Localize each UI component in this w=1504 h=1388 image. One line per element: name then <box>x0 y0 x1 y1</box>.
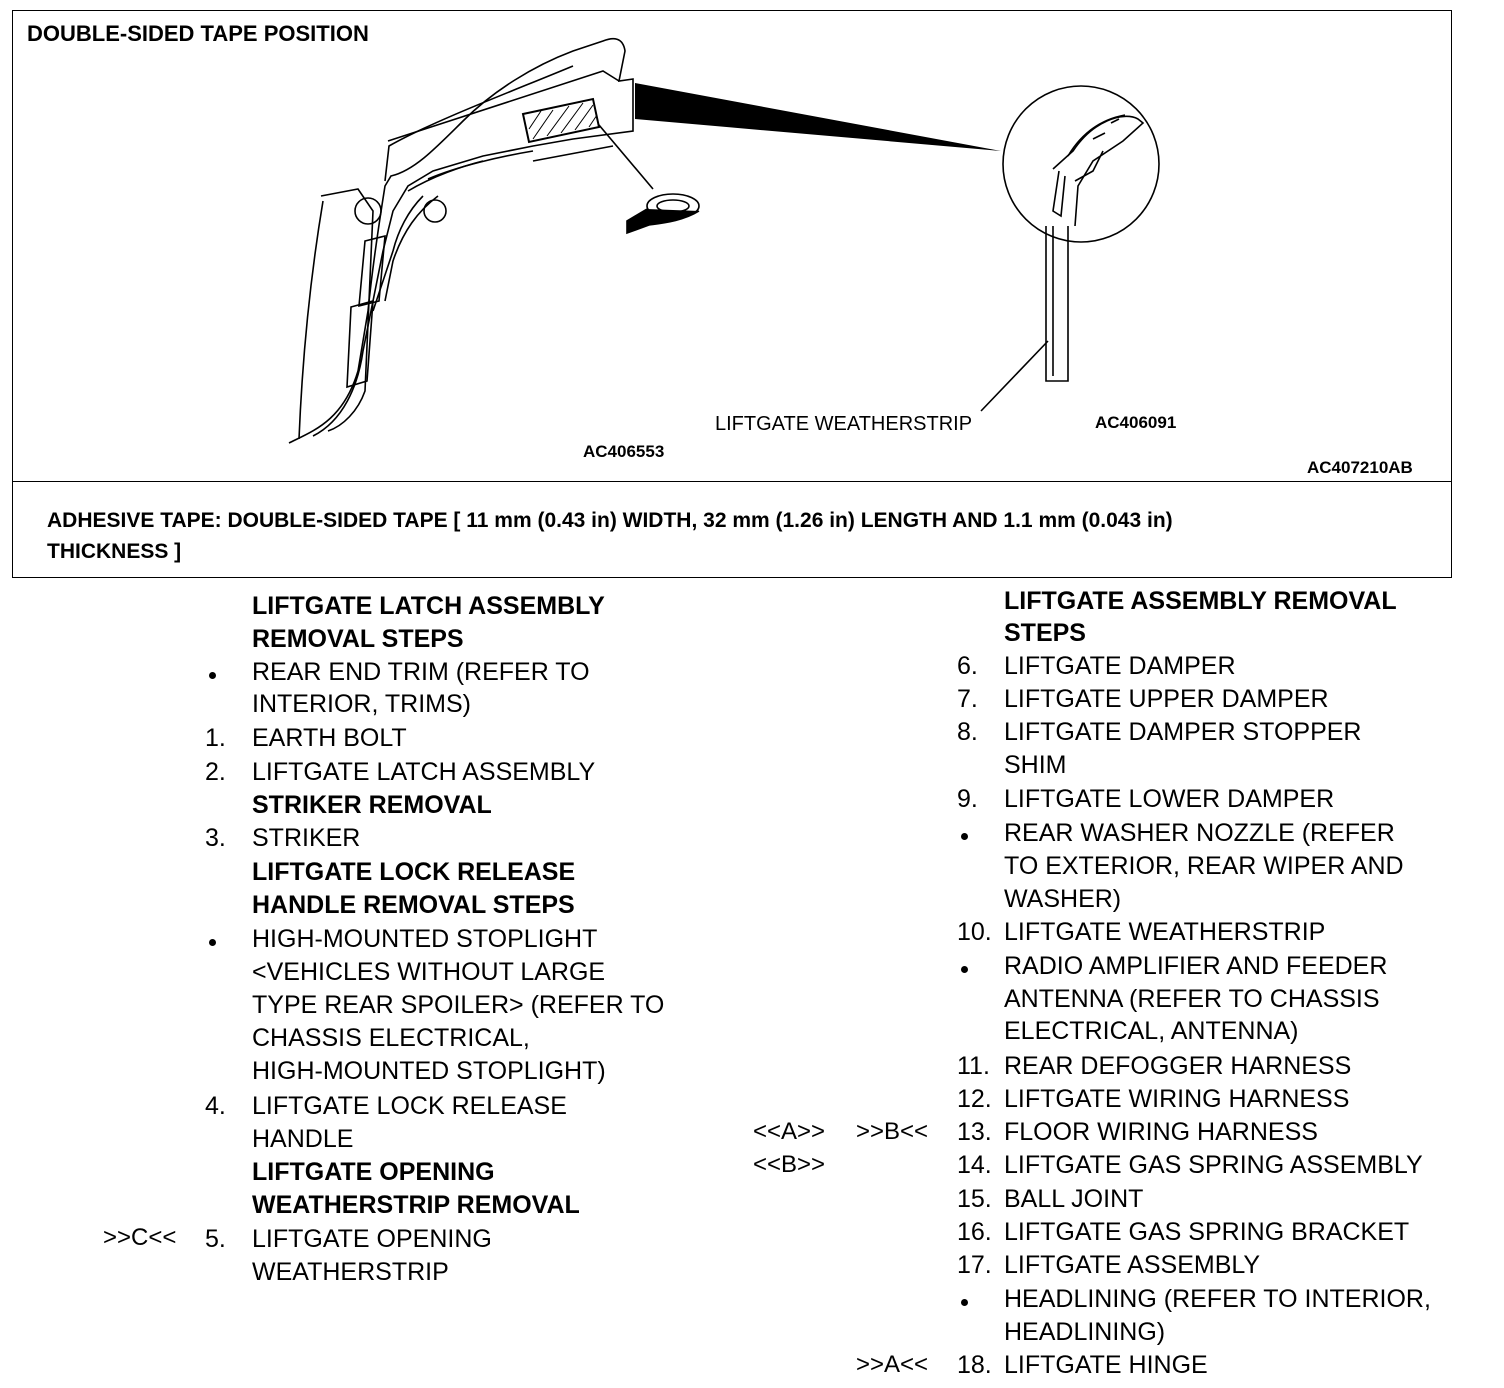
callout-liftgate-weatherstrip: LIFTGATE WEATHERSTRIP <box>715 413 973 435</box>
step-2-label: LIFTGATE LATCH ASSEMBLY <box>252 758 596 786</box>
stoplight-line-3: TYPE REAR SPOILER> (REFER TO <box>252 991 665 1019</box>
liftgate-illustration <box>288 37 1160 444</box>
step-number-8: 8. <box>957 718 978 746</box>
step-number-1: 1. <box>205 724 226 752</box>
procedure-marker-a-install: >>A<< <box>856 1351 929 1378</box>
step-1-label: EARTH BOLT <box>252 724 407 752</box>
step-4-label-line-2: HANDLE <box>252 1125 354 1153</box>
procedure-marker-c-install: >>C<< <box>103 1224 177 1251</box>
stoplight-line-5: HIGH-MOUNTED STOPLIGHT) <box>252 1057 606 1085</box>
step-number-11: 11. <box>957 1052 990 1080</box>
figure-title: DOUBLE-SIDED TAPE POSITION <box>27 21 369 46</box>
step-number-5: 5. <box>205 1225 226 1253</box>
nozzle-line-1: REAR WASHER NOZZLE (REFER <box>1004 819 1395 847</box>
step-number-18: 18. <box>957 1351 992 1379</box>
lock-header-line-2: HANDLE REMOVAL STEPS <box>252 891 575 919</box>
ref-code-right: AC406091 <box>1095 413 1177 432</box>
step-8-label-line-2: SHIM <box>1004 751 1067 779</box>
stoplight-line-1: HIGH-MOUNTED STOPLIGHT <box>252 925 598 953</box>
step-14-label: LIFTGATE GAS SPRING ASSEMBLY <box>1004 1151 1423 1179</box>
stoplight-line-2: <VEHICLES WITHOUT LARGE <box>252 958 606 986</box>
step-13-label: FLOOR WIRING HARNESS <box>1004 1118 1318 1146</box>
step-5-label-line-2: WEATHERSTRIP <box>252 1258 449 1286</box>
assembly-header-line-1: LIFTGATE ASSEMBLY REMOVAL <box>1004 587 1397 615</box>
step-8-label-line-1: LIFTGATE DAMPER STOPPER <box>1004 718 1362 746</box>
step-number-4: 4. <box>205 1092 226 1120</box>
figure-divider <box>13 481 1451 482</box>
note-line-2: THICKNESS ] <box>47 540 182 563</box>
bullet-icon <box>209 672 216 679</box>
opening-header-line-1: LIFTGATE OPENING <box>252 1158 495 1186</box>
headlining-line-2: HEADLINING) <box>1004 1318 1166 1346</box>
step-number-6: 6. <box>957 652 978 680</box>
step-number-7: 7. <box>957 685 978 713</box>
latch-header-line-2: REMOVAL STEPS <box>252 625 464 653</box>
step-16-label: LIFTGATE GAS SPRING BRACKET <box>1004 1218 1410 1246</box>
step-3-label: STRIKER <box>252 824 361 852</box>
rear-end-trim-line-1: REAR END TRIM (REFER TO <box>252 658 590 686</box>
step-10-label: LIFTGATE WEATHERSTRIP <box>1004 918 1326 946</box>
opening-header-line-2: WEATHERSTRIP REMOVAL <box>252 1191 580 1219</box>
step-4-label-line-1: LIFTGATE LOCK RELEASE <box>252 1092 567 1120</box>
adhesive-tape-note: ADHESIVE TAPE: DOUBLE-SIDED TAPE [ 11 mm… <box>47 505 1397 567</box>
latch-header-line-1: LIFTGATE LATCH ASSEMBLY <box>252 592 605 620</box>
procedure-marker-b-install: >>B<< <box>856 1118 929 1145</box>
bullet-icon <box>961 833 968 840</box>
step-7-label: LIFTGATE UPPER DAMPER <box>1004 685 1329 713</box>
step-number-3: 3. <box>205 824 226 852</box>
step-17-label: LIFTGATE ASSEMBLY <box>1004 1251 1261 1279</box>
radio-line-1: RADIO AMPLIFIER AND FEEDER <box>1004 952 1388 980</box>
radio-line-3: ELECTRICAL, ANTENNA) <box>1004 1017 1299 1045</box>
step-12-label: LIFTGATE WIRING HARNESS <box>1004 1085 1350 1113</box>
rear-end-trim-line-2: INTERIOR, TRIMS) <box>252 690 471 718</box>
procedure-marker-a-removal: <<A>> <box>753 1118 826 1145</box>
step-6-label: LIFTGATE DAMPER <box>1004 652 1236 680</box>
step-11-label: REAR DEFOGGER HARNESS <box>1004 1052 1352 1080</box>
step-number-10: 10. <box>957 918 992 946</box>
step-number-15: 15. <box>957 1185 992 1213</box>
step-number-9: 9. <box>957 785 978 813</box>
step-number-17: 17. <box>957 1251 992 1279</box>
step-18-label: LIFTGATE HINGE <box>1004 1351 1208 1379</box>
step-number-12: 12. <box>957 1085 992 1113</box>
nozzle-line-2: TO EXTERIOR, REAR WIPER AND <box>1004 852 1404 880</box>
striker-header: STRIKER REMOVAL <box>252 791 492 819</box>
nozzle-line-3: WASHER) <box>1004 885 1122 913</box>
step-5-label-line-1: LIFTGATE OPENING <box>252 1225 492 1253</box>
step-15-label: BALL JOINT <box>1004 1185 1144 1213</box>
stoplight-line-4: CHASSIS ELECTRICAL, <box>252 1024 530 1052</box>
bullet-icon <box>961 966 968 973</box>
step-number-16: 16. <box>957 1218 992 1246</box>
step-number-14: 14. <box>957 1151 992 1179</box>
ref-code-left: AC406553 <box>583 442 665 461</box>
ref-code-figure: AC407210AB <box>1307 458 1413 477</box>
assembly-header-line-2: STEPS <box>1004 619 1086 647</box>
step-9-label: LIFTGATE LOWER DAMPER <box>1004 785 1335 813</box>
bullet-icon <box>961 1299 968 1306</box>
procedure-marker-b-removal: <<B>> <box>753 1151 826 1178</box>
headlining-line-1: HEADLINING (REFER TO INTERIOR, <box>1004 1285 1431 1313</box>
bullet-icon <box>209 939 216 946</box>
figure-panel: DOUBLE-SIDED TAPE POSITION <box>12 10 1452 578</box>
step-number-13: 13. <box>957 1118 992 1146</box>
lock-header-line-1: LIFTGATE LOCK RELEASE <box>252 858 576 886</box>
step-number-2: 2. <box>205 758 226 786</box>
note-line-1: ADHESIVE TAPE: DOUBLE-SIDED TAPE [ 11 mm… <box>47 509 1173 532</box>
radio-line-2: ANTENNA (REFER TO CHASSIS <box>1004 985 1380 1013</box>
